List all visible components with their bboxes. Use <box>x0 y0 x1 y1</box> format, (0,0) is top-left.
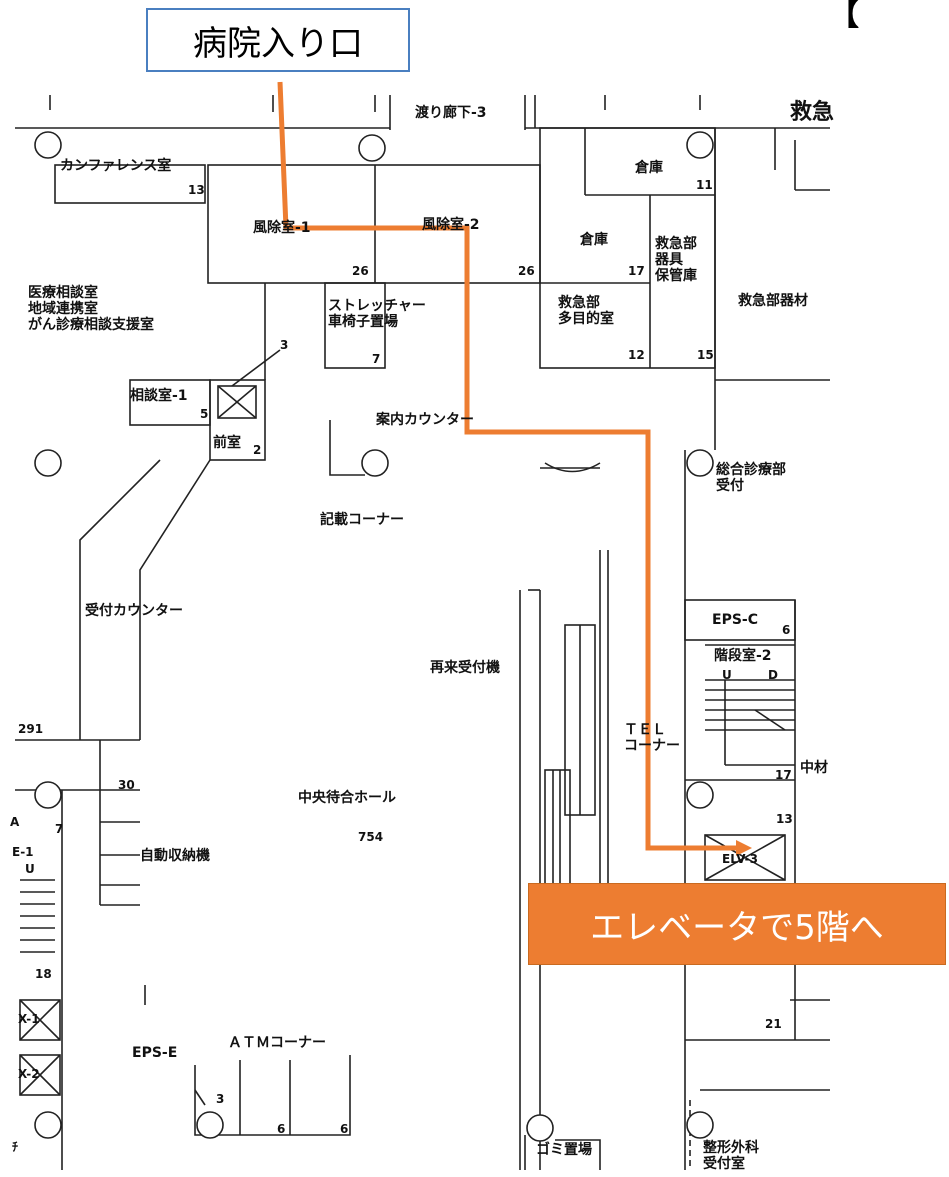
num-em-equipment: 15 <box>697 348 714 362</box>
stairs-d: D <box>768 668 778 682</box>
room-front: 前室 <box>213 435 241 451</box>
label-auto-machine: 自動収納機 <box>140 848 210 864</box>
num-consult-1: 5 <box>200 407 209 421</box>
num-em-multi: 12 <box>628 348 645 362</box>
label-emergency: 救急 <box>790 100 835 125</box>
num-eps-c: 6 <box>782 623 791 637</box>
label-garbage: ゴミ置場 <box>536 1142 592 1158</box>
num-291: 291 <box>18 722 44 736</box>
column <box>686 781 714 809</box>
num-6b: 6 <box>340 1122 349 1136</box>
num-storage-2: 17 <box>628 264 645 278</box>
column <box>196 1111 224 1139</box>
room-storage-2: 倉庫 <box>580 232 608 248</box>
column <box>686 131 714 159</box>
room-medical-consult: 医療相談室 地域連携室 がん診療相談支援室 <box>28 285 154 334</box>
column <box>361 449 389 477</box>
column <box>358 134 386 162</box>
route-arrowhead <box>736 840 752 856</box>
label-bottom-left: ﾁ <box>12 1140 19 1154</box>
label-e1: E-1 <box>12 845 34 859</box>
column <box>34 781 62 809</box>
label-corridor: 渡り廊下-3 <box>415 105 487 121</box>
room-em-equipment-room: 救急部器材 <box>738 293 808 309</box>
stairs-u: U <box>722 668 732 682</box>
num-6a: 6 <box>277 1122 286 1136</box>
room-em-equipment: 救急部 器具 保管庫 <box>655 236 697 285</box>
num-17: 17 <box>775 768 792 782</box>
room-storage-1: 倉庫 <box>635 160 663 176</box>
label-x1: X-1 <box>18 1012 40 1026</box>
label-orthopedics: 整形外科 受付室 <box>703 1140 759 1173</box>
route-line <box>277 81 740 851</box>
label-atm: ＡＴＭコーナー <box>228 1035 326 1051</box>
label-a: A <box>10 815 20 829</box>
label-x2: X-2 <box>18 1067 40 1081</box>
label-writing-corner: 記載コーナー <box>320 512 404 528</box>
num-26b: 26 <box>518 264 535 278</box>
num-ev: 3 <box>280 338 289 352</box>
num-21: 21 <box>765 1017 782 1031</box>
room-stairs-2: 階段室-2 <box>714 648 772 664</box>
column <box>34 1111 62 1139</box>
corner-bracket: 【 <box>829 0 859 33</box>
num-18: 18 <box>35 967 52 981</box>
num-central-hall: 754 <box>358 830 384 844</box>
num-storage-1: 11 <box>696 178 713 192</box>
room-eps-e: EPS-E <box>132 1045 178 1061</box>
room-em-multi: 救急部 多目的室 <box>558 295 614 328</box>
column <box>686 449 714 477</box>
room-wind-1: 風除室-1 <box>253 220 311 236</box>
num-26a: 26 <box>352 264 369 278</box>
num-30: 30 <box>118 778 135 792</box>
label-middle: 中材 <box>800 760 828 776</box>
num-stretcher: 7 <box>372 352 381 366</box>
column <box>34 449 62 477</box>
label-u-small: U <box>25 862 35 876</box>
num-conference: 13 <box>188 183 205 197</box>
room-conference: カンファレンス室 <box>60 158 172 174</box>
num-eps-e: 3 <box>216 1092 225 1106</box>
label-info-counter: 案内カウンター <box>376 412 474 428</box>
column <box>34 131 62 159</box>
room-consult-1: 相談室-1 <box>130 388 188 404</box>
label-tel-corner: ＴＥＬ コーナー <box>624 722 680 755</box>
column <box>686 1111 714 1139</box>
label-reception-counter: 受付カウンター <box>85 603 183 619</box>
room-stretcher: ストレッチャー 車椅子置場 <box>328 298 426 331</box>
room-wind-2: 風除室-2 <box>422 217 480 233</box>
label-general-reception: 総合診療部 受付 <box>716 462 786 495</box>
room-eps-c: EPS-C <box>712 612 758 628</box>
num-13: 13 <box>776 812 793 826</box>
entrance-label: 病院入り口 <box>146 8 410 72</box>
label-elevator: ELV-3 <box>722 852 758 866</box>
column <box>526 1114 554 1142</box>
num-front: 2 <box>253 443 262 457</box>
label-revisit-machine: 再来受付機 <box>430 660 500 676</box>
elevator-callout: エレベータで5階へ <box>528 883 946 965</box>
label-central-hall: 中央待合ホール <box>298 790 396 806</box>
num-a: 7 <box>55 822 64 836</box>
